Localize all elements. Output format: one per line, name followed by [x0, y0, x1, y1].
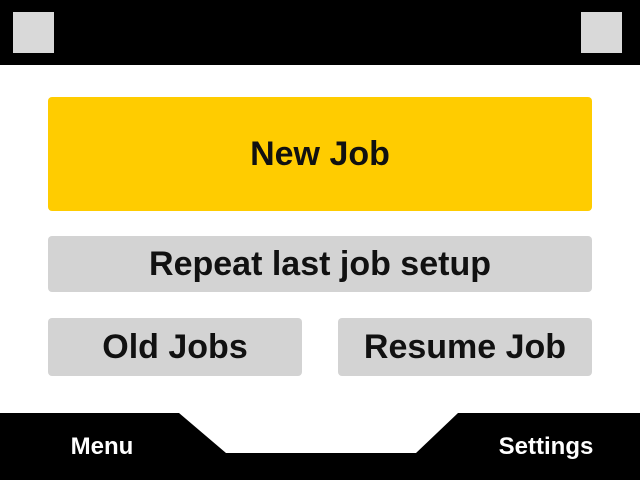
repeat-last-job-setup-button[interactable]: Repeat last job setup [48, 236, 592, 292]
menu-softkey[interactable]: Menu [70, 432, 134, 460]
settings-softkey[interactable]: Settings [498, 432, 594, 460]
old-jobs-button[interactable]: Old Jobs [48, 318, 302, 376]
right-status-indicator-icon [581, 12, 622, 53]
bottom-softkey-bar [0, 413, 640, 480]
left-status-indicator-icon [13, 12, 54, 53]
bottom-bar-shape [0, 413, 640, 480]
top-status-bar [0, 0, 640, 65]
resume-job-button[interactable]: Resume Job [338, 318, 592, 376]
new-job-button[interactable]: New Job [48, 97, 592, 211]
